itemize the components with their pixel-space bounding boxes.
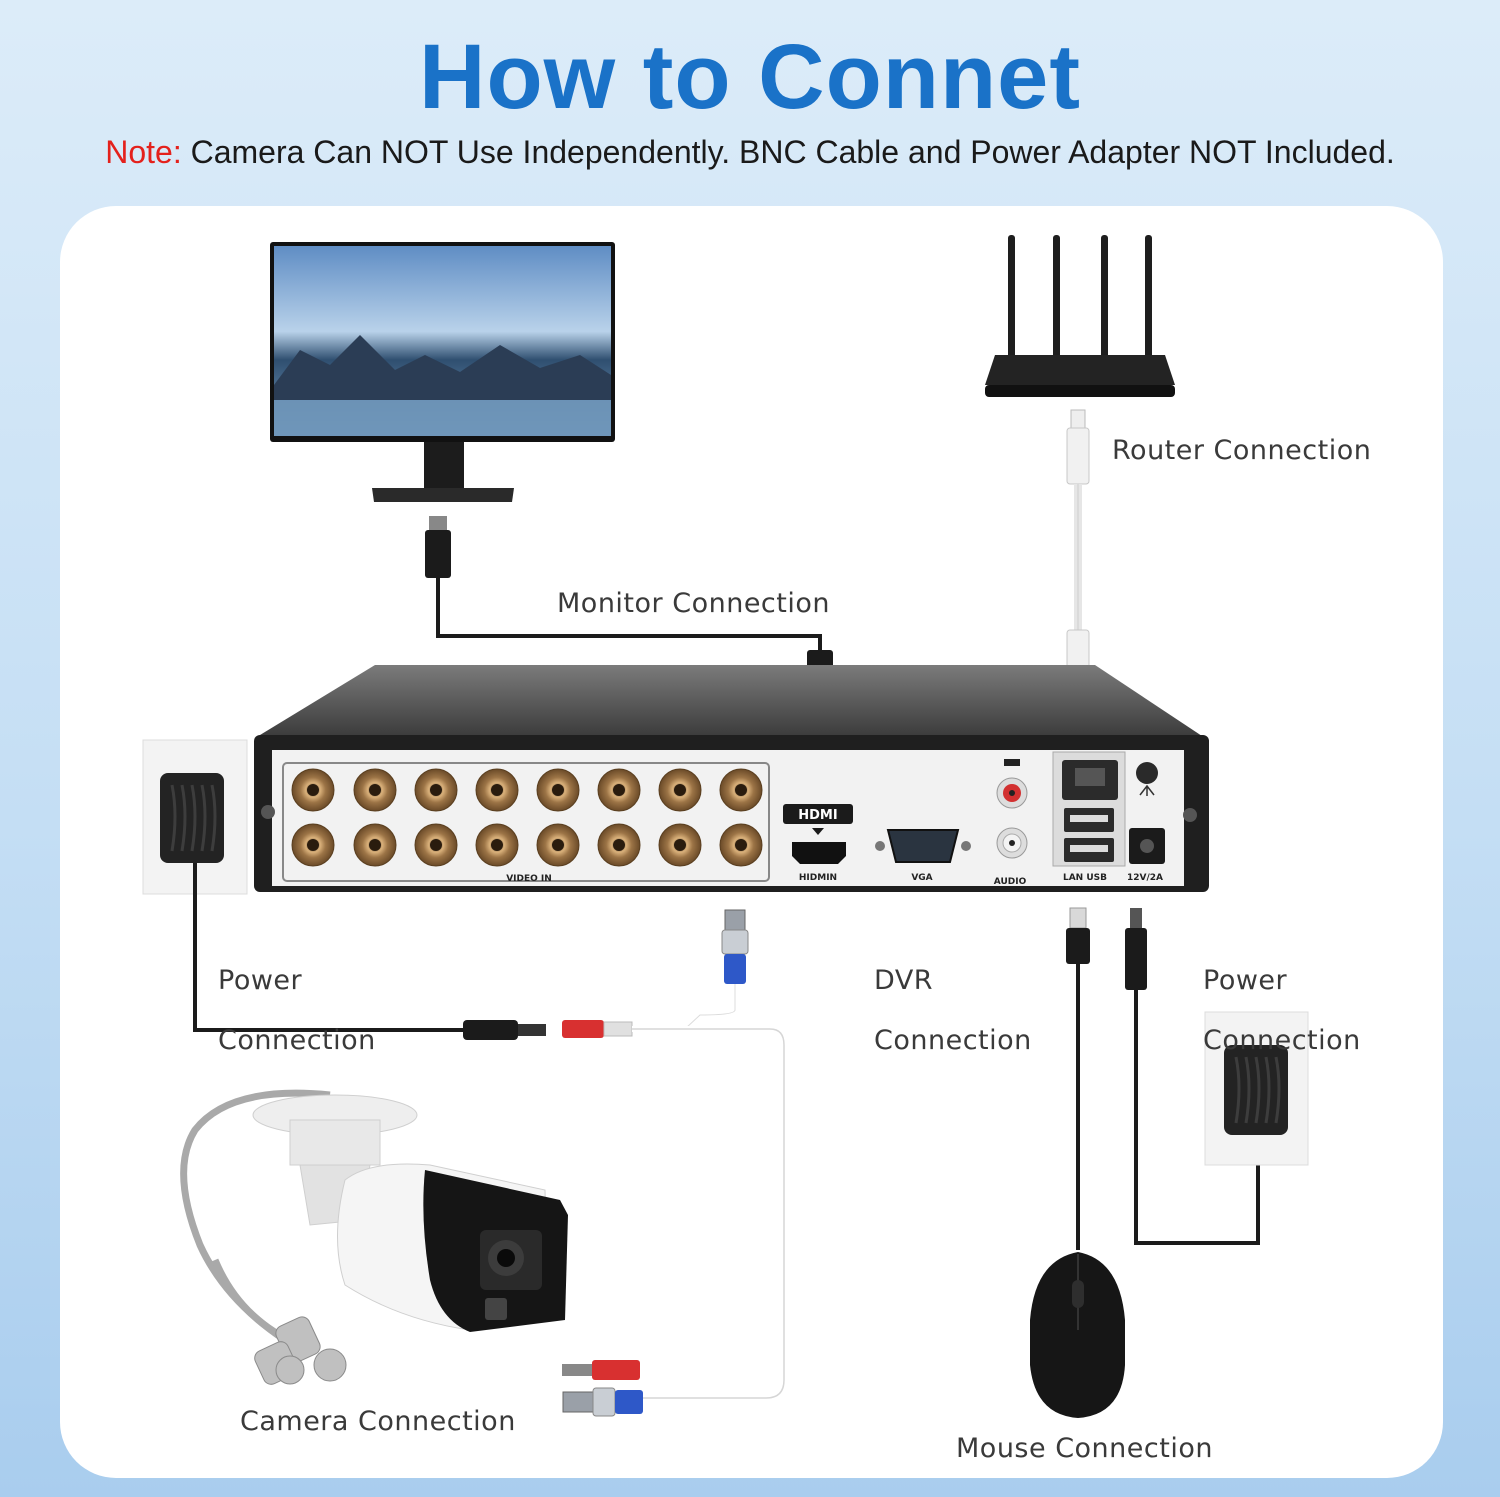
mouse-icon <box>1030 1252 1125 1418</box>
power-adapter-icon <box>142 739 546 1040</box>
ethernet-cable <box>1066 409 1090 707</box>
monitor-connection-label: Monitor Connection <box>557 588 830 619</box>
monitor-icon <box>270 242 615 502</box>
note-text: Camera Can NOT Use Independently. BNC Ca… <box>190 134 1395 170</box>
power-cable-right <box>1125 908 1260 1245</box>
note-line: Note: Camera Can NOT Use Independently. … <box>0 132 1500 172</box>
dvr-line1: DVR <box>874 965 934 996</box>
router-icon <box>985 235 1175 397</box>
camera-icon <box>180 1089 568 1385</box>
power-connection-right-label: Power Connection <box>1203 936 1361 1086</box>
usb-cable <box>1066 907 1090 1250</box>
hdmi-logo: HDMI <box>798 808 837 823</box>
bnc-cable <box>562 909 787 1417</box>
router-connection-label: Router Connection <box>1112 435 1372 466</box>
power-adapter-right-icon <box>1204 1011 1309 1166</box>
power-left-line2: Connection <box>218 1025 376 1056</box>
lan-usb-label: LAN USB <box>1063 873 1107 883</box>
note-label: Note: <box>105 134 182 170</box>
dvr-connection-label: DVR Connection <box>874 936 1032 1086</box>
power-right-line1: Power <box>1203 965 1288 996</box>
power-right-line2: Connection <box>1203 1025 1361 1056</box>
dvr-icon: VIDEO IN HDMI HIDMIN VGA AUDIO LAN USB 1… <box>254 665 1209 892</box>
power-connection-left-label: Power Connection <box>218 936 376 1086</box>
mouse-connection-label: Mouse Connection <box>956 1433 1213 1464</box>
audio-label: AUDIO <box>994 877 1027 887</box>
page-title: How to Connet <box>419 26 1081 128</box>
power-left-line1: Power <box>218 965 303 996</box>
video-in-label: VIDEO IN <box>506 874 552 884</box>
vga-label: VGA <box>911 873 932 883</box>
bnc-ports <box>291 768 763 867</box>
power-port-label: 12V/2A <box>1127 873 1163 883</box>
dvr-line2: Connection <box>874 1025 1032 1056</box>
hdmi-label: HIDMIN <box>799 873 837 883</box>
camera-connection-label: Camera Connection <box>240 1406 516 1437</box>
